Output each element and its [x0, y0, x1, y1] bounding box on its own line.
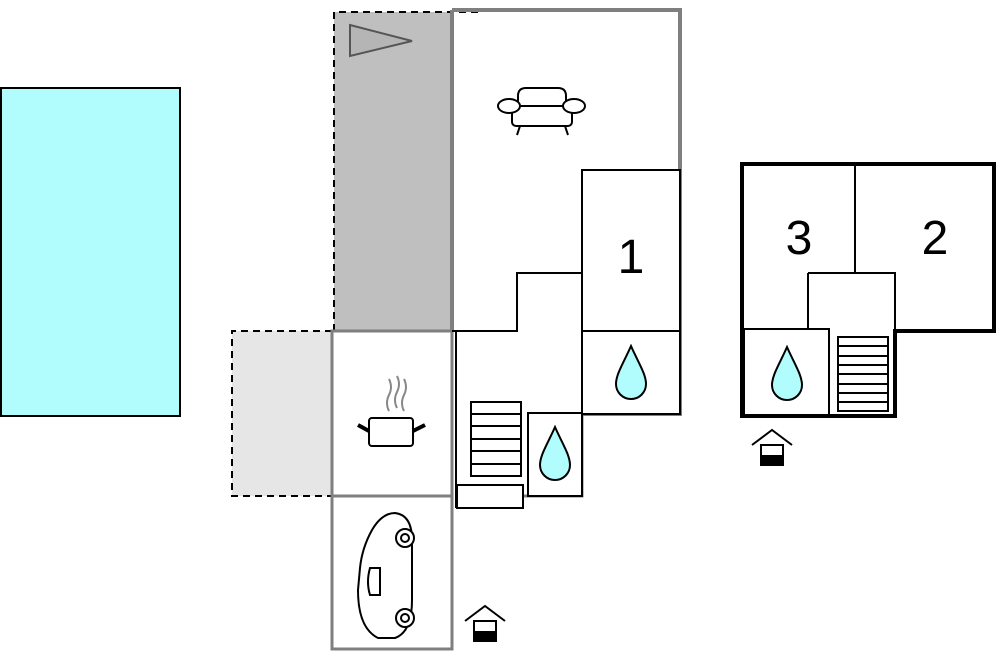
room-number-1: 1: [618, 231, 645, 284]
entrance-house-icon: [464, 605, 506, 642]
cooking-pot-icon: [357, 375, 426, 447]
annex: [740, 162, 996, 418]
sofa-icon: [497, 87, 586, 136]
sun-lounger-icon: [349, 23, 413, 58]
main-house-inner-walls: [452, 169, 681, 509]
open-terrace: [232, 331, 332, 496]
open-terrace-border: [231, 330, 332, 497]
room-number-2: 2: [922, 212, 949, 265]
covered-terrace-border: [333, 11, 478, 331]
car-icon: [356, 511, 415, 639]
covered-terrace: [334, 12, 450, 331]
staircase-icon: [470, 401, 522, 477]
entrance-house-icon: [751, 429, 793, 466]
room-number-3: 3: [786, 212, 813, 265]
pool: [0, 87, 181, 417]
